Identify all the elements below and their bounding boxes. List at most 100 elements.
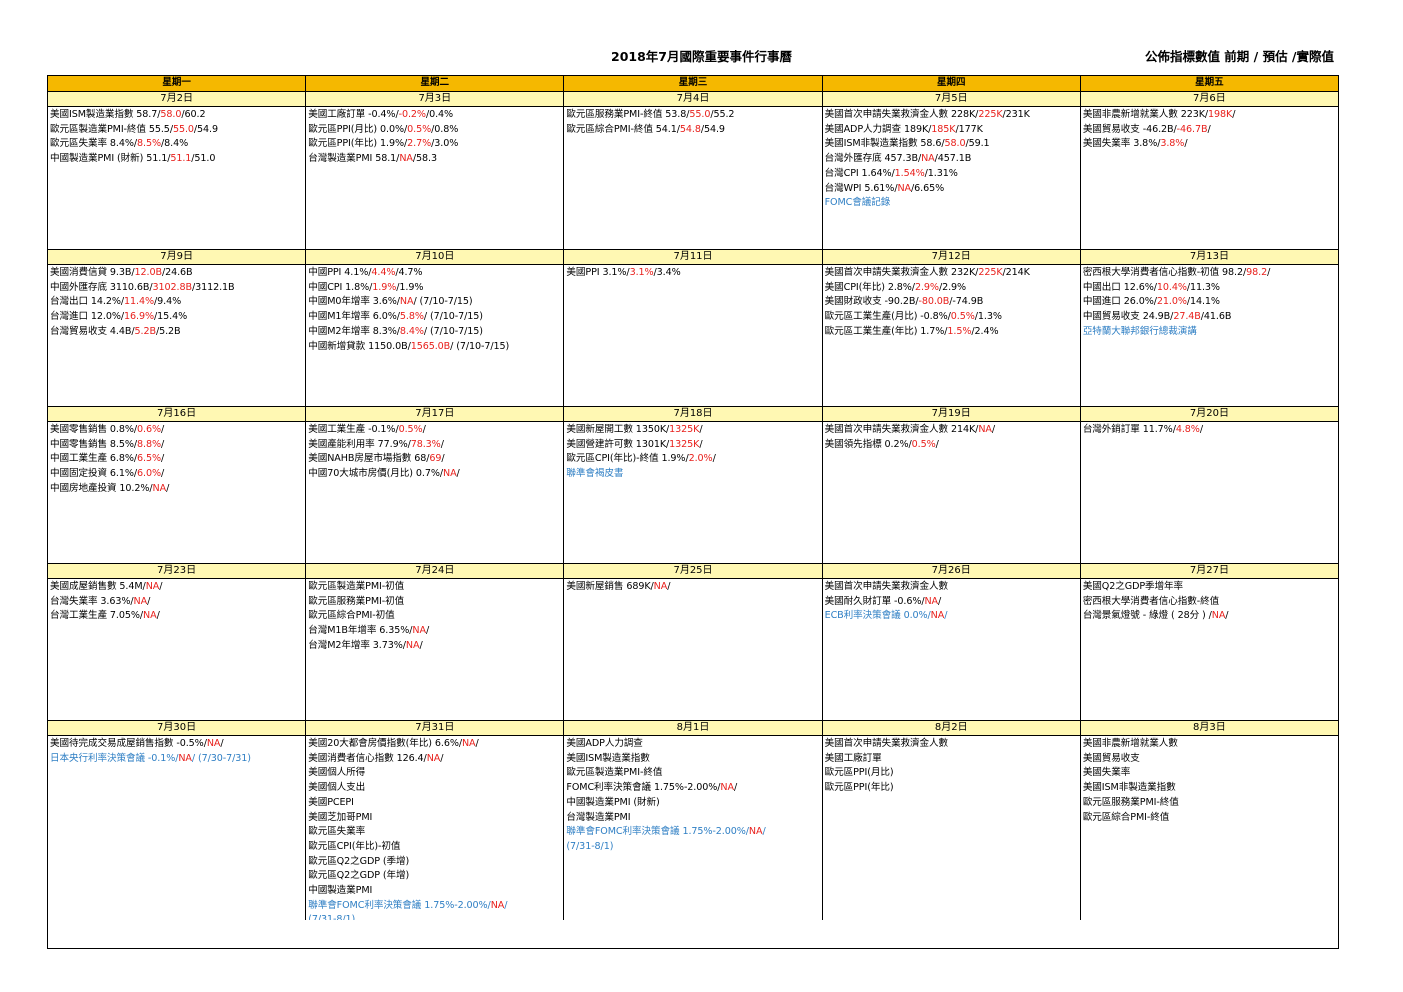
- event-item: 歐元區PPI(年比) 1.9%/2.7%/3.0%: [308, 137, 561, 152]
- day-date: 7月13日: [1080, 250, 1339, 265]
- forecast-value: NA: [443, 468, 457, 480]
- event-text: 台灣WPI 5.61%/: [824, 182, 898, 194]
- event-text: / (7/10-7/15): [413, 296, 473, 308]
- forecast-value: 0.6%: [137, 424, 162, 435]
- forecast-value: 58.0: [160, 109, 182, 120]
- event-text: / (7/10-7/15): [423, 311, 483, 323]
- forecast-value: 0.5%: [950, 311, 975, 323]
- event-text: /: [762, 826, 766, 838]
- forecast-value: NA: [399, 296, 414, 308]
- event-text: 密西根大學消費者信心指數-終值: [1082, 595, 1220, 607]
- event-list: 美國零售銷售 0.8%/0.6%/中國零售銷售 8.5%/8.8%/中國工業生產…: [48, 422, 305, 498]
- event-text: 美國失業率 3.8%/: [1082, 138, 1161, 150]
- forecast-value: 54.8: [679, 123, 701, 135]
- day-date: 7月10日: [306, 250, 564, 265]
- event-text: 台灣CPI 1.64%/: [824, 167, 895, 179]
- event-item: 美國營建許可數 1301K/1325K/: [566, 438, 819, 453]
- event-text: 台灣外銷訂單 11.7%/: [1082, 424, 1176, 435]
- event-list: 美國非農新增就業人數美國貿易收支美國失業率美國ISM非製造業指數歐元區服務業PM…: [1081, 736, 1338, 826]
- event-item: 歐元區服務業PMI-終值: [1083, 796, 1336, 811]
- event-text: /: [1207, 123, 1211, 135]
- day-cell: 7月26日美國首次申請失業救濟金人數美國耐久財訂單 -0.6%/NA/ECB利率…: [821, 563, 1080, 720]
- event-item: 中國製造業PMI: [308, 884, 561, 899]
- event-text: 中國貿易收支 24.9B/: [1082, 311, 1174, 323]
- event-text: 歐元區Q2之GDP (年增): [308, 870, 410, 882]
- event-text: 歐元區PPI(年比): [824, 782, 894, 794]
- event-item: 中國固定投資 6.1%/6.0%/: [50, 467, 303, 482]
- event-item: 美國首次申請失業救濟金人數 228K/225K/231K: [825, 108, 1078, 123]
- event-item: 美國20大都會房價指數(年比) 6.6%/NA/: [308, 737, 561, 752]
- event-item: 中國進口 26.0%/21.0%/14.1%: [1083, 295, 1336, 310]
- weekday-header: 星期四: [821, 76, 1080, 91]
- event-text: /: [425, 625, 430, 637]
- event-item: 台灣製造業PMI: [566, 811, 819, 826]
- event-text: /: [475, 738, 479, 749]
- event-item: 歐元區服務業PMI-終值 53.8/55.0/55.2: [566, 108, 819, 123]
- event-item: 歐元區PPI(月比) 0.0%/0.5%/0.8%: [308, 123, 561, 138]
- event-item: 歐元區工業生產(年比) 1.7%/1.5%/2.4%: [825, 325, 1078, 340]
- event-text: /6.65%: [911, 182, 945, 194]
- forecast-value: 3102.8B: [152, 281, 193, 293]
- event-item: 美國貿易收支 -46.2B/-46.7B/: [1083, 123, 1336, 138]
- calendar-week-row: 7月16日美國零售銷售 0.8%/0.6%/中國零售銷售 8.5%/8.8%/中…: [48, 406, 1339, 563]
- event-text: 歐元區CPI(年比)-初值: [308, 840, 401, 852]
- event-item: 美國ISM製造業指數 58.7/58.0/60.2: [50, 108, 303, 123]
- day-cell: 7月16日美國零售銷售 0.8%/0.6%/中國零售銷售 8.5%/8.8%/中…: [48, 406, 306, 563]
- forecast-value: 78.3%: [410, 438, 441, 450]
- event-text: 美國ADP人力調查: [566, 738, 643, 749]
- event-item: 美國失業率 3.8%/3.8%/: [1083, 137, 1336, 152]
- event-text: /2.9%: [938, 281, 967, 293]
- event-item: 中國M0年增率 3.6%/NA/ (7/10-7/15): [308, 295, 561, 310]
- event-text: 美國ISM製造業指數 58.7/: [50, 109, 161, 120]
- event-text: /: [504, 899, 508, 911]
- event-text: 美國貿易收支: [1082, 752, 1140, 764]
- event-list: 美國新屋銷售 689K/NA/: [564, 579, 821, 596]
- event-text: /8.4%: [161, 138, 189, 150]
- event-item: FOMC利率決策會議 1.75%-2.00%/NA/: [566, 781, 819, 796]
- forecast-value: -80.0B: [918, 296, 950, 308]
- forecast-value: 3.8%: [1160, 138, 1185, 150]
- event-list: 美國首次申請失業救濟金人數美國工廠訂單歐元區PPI(月比)歐元區PPI(年比): [823, 736, 1080, 797]
- event-list: 台灣外銷訂單 11.7%/4.8%/: [1081, 422, 1338, 439]
- day-cell: 7月25日美國新屋銷售 689K/NA/: [563, 563, 822, 720]
- event-item: 美國Q2之GDP季增年率: [1083, 580, 1336, 595]
- event-item: 美國非農新增就業人數 223K/198K/: [1083, 108, 1336, 123]
- event-text: /: [220, 738, 224, 749]
- event-text: /11.3%: [1186, 281, 1220, 293]
- forecast-value: 2.0%: [688, 453, 713, 465]
- event-text: 中國PPI 4.1%/: [308, 267, 372, 278]
- event-text: 美國PPI 3.1%/: [566, 267, 630, 278]
- forecast-value: NA: [924, 595, 939, 607]
- forecast-value: 55.0: [172, 123, 194, 135]
- event-text: /60.2: [181, 109, 206, 120]
- value-legend: 公佈指標數值 前期 / 預估 /實際值: [1144, 49, 1334, 64]
- day-cell: 7月24日歐元區製造業PMI-初值歐元區服務業PMI-初值歐元區綜合PMI-初值…: [305, 563, 564, 720]
- event-item: 美國首次申請失業救濟金人數 232K/225K/214K: [825, 266, 1078, 281]
- event-item: 歐元區PPI(年比): [825, 781, 1078, 796]
- forecast-value: 3.1%: [629, 267, 654, 278]
- event-text: /: [1225, 610, 1229, 622]
- day-date: 8月1日: [564, 721, 822, 736]
- forecast-value: 1325K: [669, 424, 700, 435]
- event-item: 歐元區失業率: [308, 825, 561, 840]
- event-text: 中國製造業PMI: [308, 885, 373, 897]
- day-cell: 7月10日中國PPI 4.1%/4.4%/4.7%中國CPI 1.8%/1.9%…: [305, 249, 564, 406]
- weekday-header-row: 星期一 星期二 星期三 星期四 星期五: [48, 76, 1338, 92]
- event-item: 美國工業生產 -0.1%/0.5%/: [308, 423, 561, 438]
- event-item: 台灣工業生產 7.05%/NA/: [50, 609, 303, 624]
- event-text: 台灣景氣燈號 - 綠燈 ( 28分 ) /: [1082, 610, 1212, 622]
- event-text: /55.2: [710, 109, 735, 120]
- day-date: 7月2日: [48, 92, 306, 107]
- event-item: 歐元區CPI(年比)-初值: [308, 840, 561, 855]
- event-item: 亞特蘭大聯邦銀行總裁演講: [1083, 325, 1336, 340]
- event-text: /58.3: [412, 153, 437, 165]
- event-item: 歐元區CPI(年比)-終值 1.9%/2.0%/: [566, 452, 819, 467]
- event-list: 美國20大都會房價指數(年比) 6.6%/NA/美國消費者信心指數 126.4/…: [306, 736, 563, 920]
- event-text: 歐元區綜合PMI-終值: [1082, 811, 1170, 823]
- event-text: /41.6B: [1200, 311, 1232, 323]
- event-item: 美國消費者信心指數 126.4/NA/: [308, 752, 561, 767]
